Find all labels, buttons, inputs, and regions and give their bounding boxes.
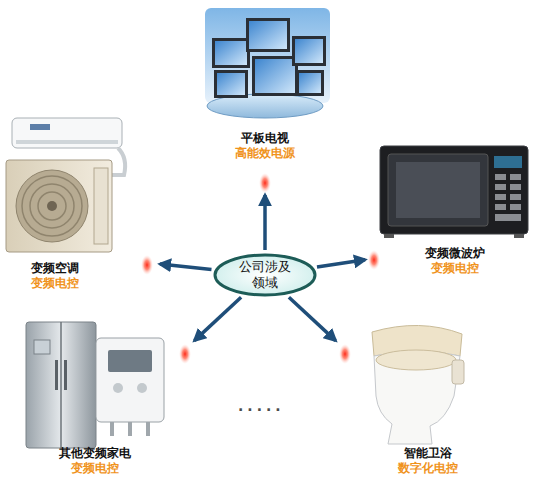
product-name: 变频空调 — [0, 261, 125, 276]
caption-box: 变频微波炉变频电控 — [385, 246, 525, 276]
product-name: 平板电视 — [195, 131, 335, 146]
arrow-connector — [160, 264, 212, 269]
toilet-illustration — [372, 325, 464, 444]
caption-box: 平板电视高能效电源 — [195, 131, 335, 161]
air-conditioner-illustration — [6, 118, 125, 252]
glow-dots — [141, 173, 380, 364]
product-feature: 变频电控 — [385, 261, 525, 276]
product-node: 平板电视高能效电源 — [190, 0, 340, 165]
arrow-connector — [194, 297, 241, 340]
hub-ellipse: 公司涉及 领域 — [212, 252, 318, 298]
arrow-connector — [289, 297, 336, 340]
product-node: 变频微波炉变频电控 — [375, 135, 535, 280]
ellipse-border — [215, 255, 315, 295]
product-name: 智能卫浴 — [358, 446, 498, 461]
product-node: 其他变频家电变频电控 — [10, 315, 190, 480]
caption-box: 变频空调变频电控 — [0, 261, 125, 291]
caption-box: 其他变频家电变频电控 — [25, 446, 165, 476]
product-feature: 数字化电控 — [358, 461, 498, 476]
ellipsis-mark: ..... — [238, 398, 285, 414]
product-name: 其他变频家电 — [25, 446, 165, 461]
product-node: 变频空调变频电控 — [0, 110, 150, 295]
fridge-heater-illustration — [26, 322, 164, 448]
arrow-connector — [263, 195, 267, 250]
product-feature: 变频电控 — [25, 461, 165, 476]
hub-text-box: 公司涉及 领域 — [212, 252, 318, 298]
arrow-connector — [317, 260, 365, 267]
hub-label: 公司涉及 领域 — [235, 259, 295, 291]
caption-box: 智能卫浴数字化电控 — [358, 446, 498, 476]
product-feature: 高能效电源 — [195, 146, 335, 161]
product-node: 智能卫浴数字化电控 — [340, 315, 515, 480]
tv-illustration — [205, 8, 330, 118]
microwave-illustration — [380, 146, 528, 238]
product-feature: 变频电控 — [0, 276, 125, 291]
product-name: 变频微波炉 — [385, 246, 525, 261]
